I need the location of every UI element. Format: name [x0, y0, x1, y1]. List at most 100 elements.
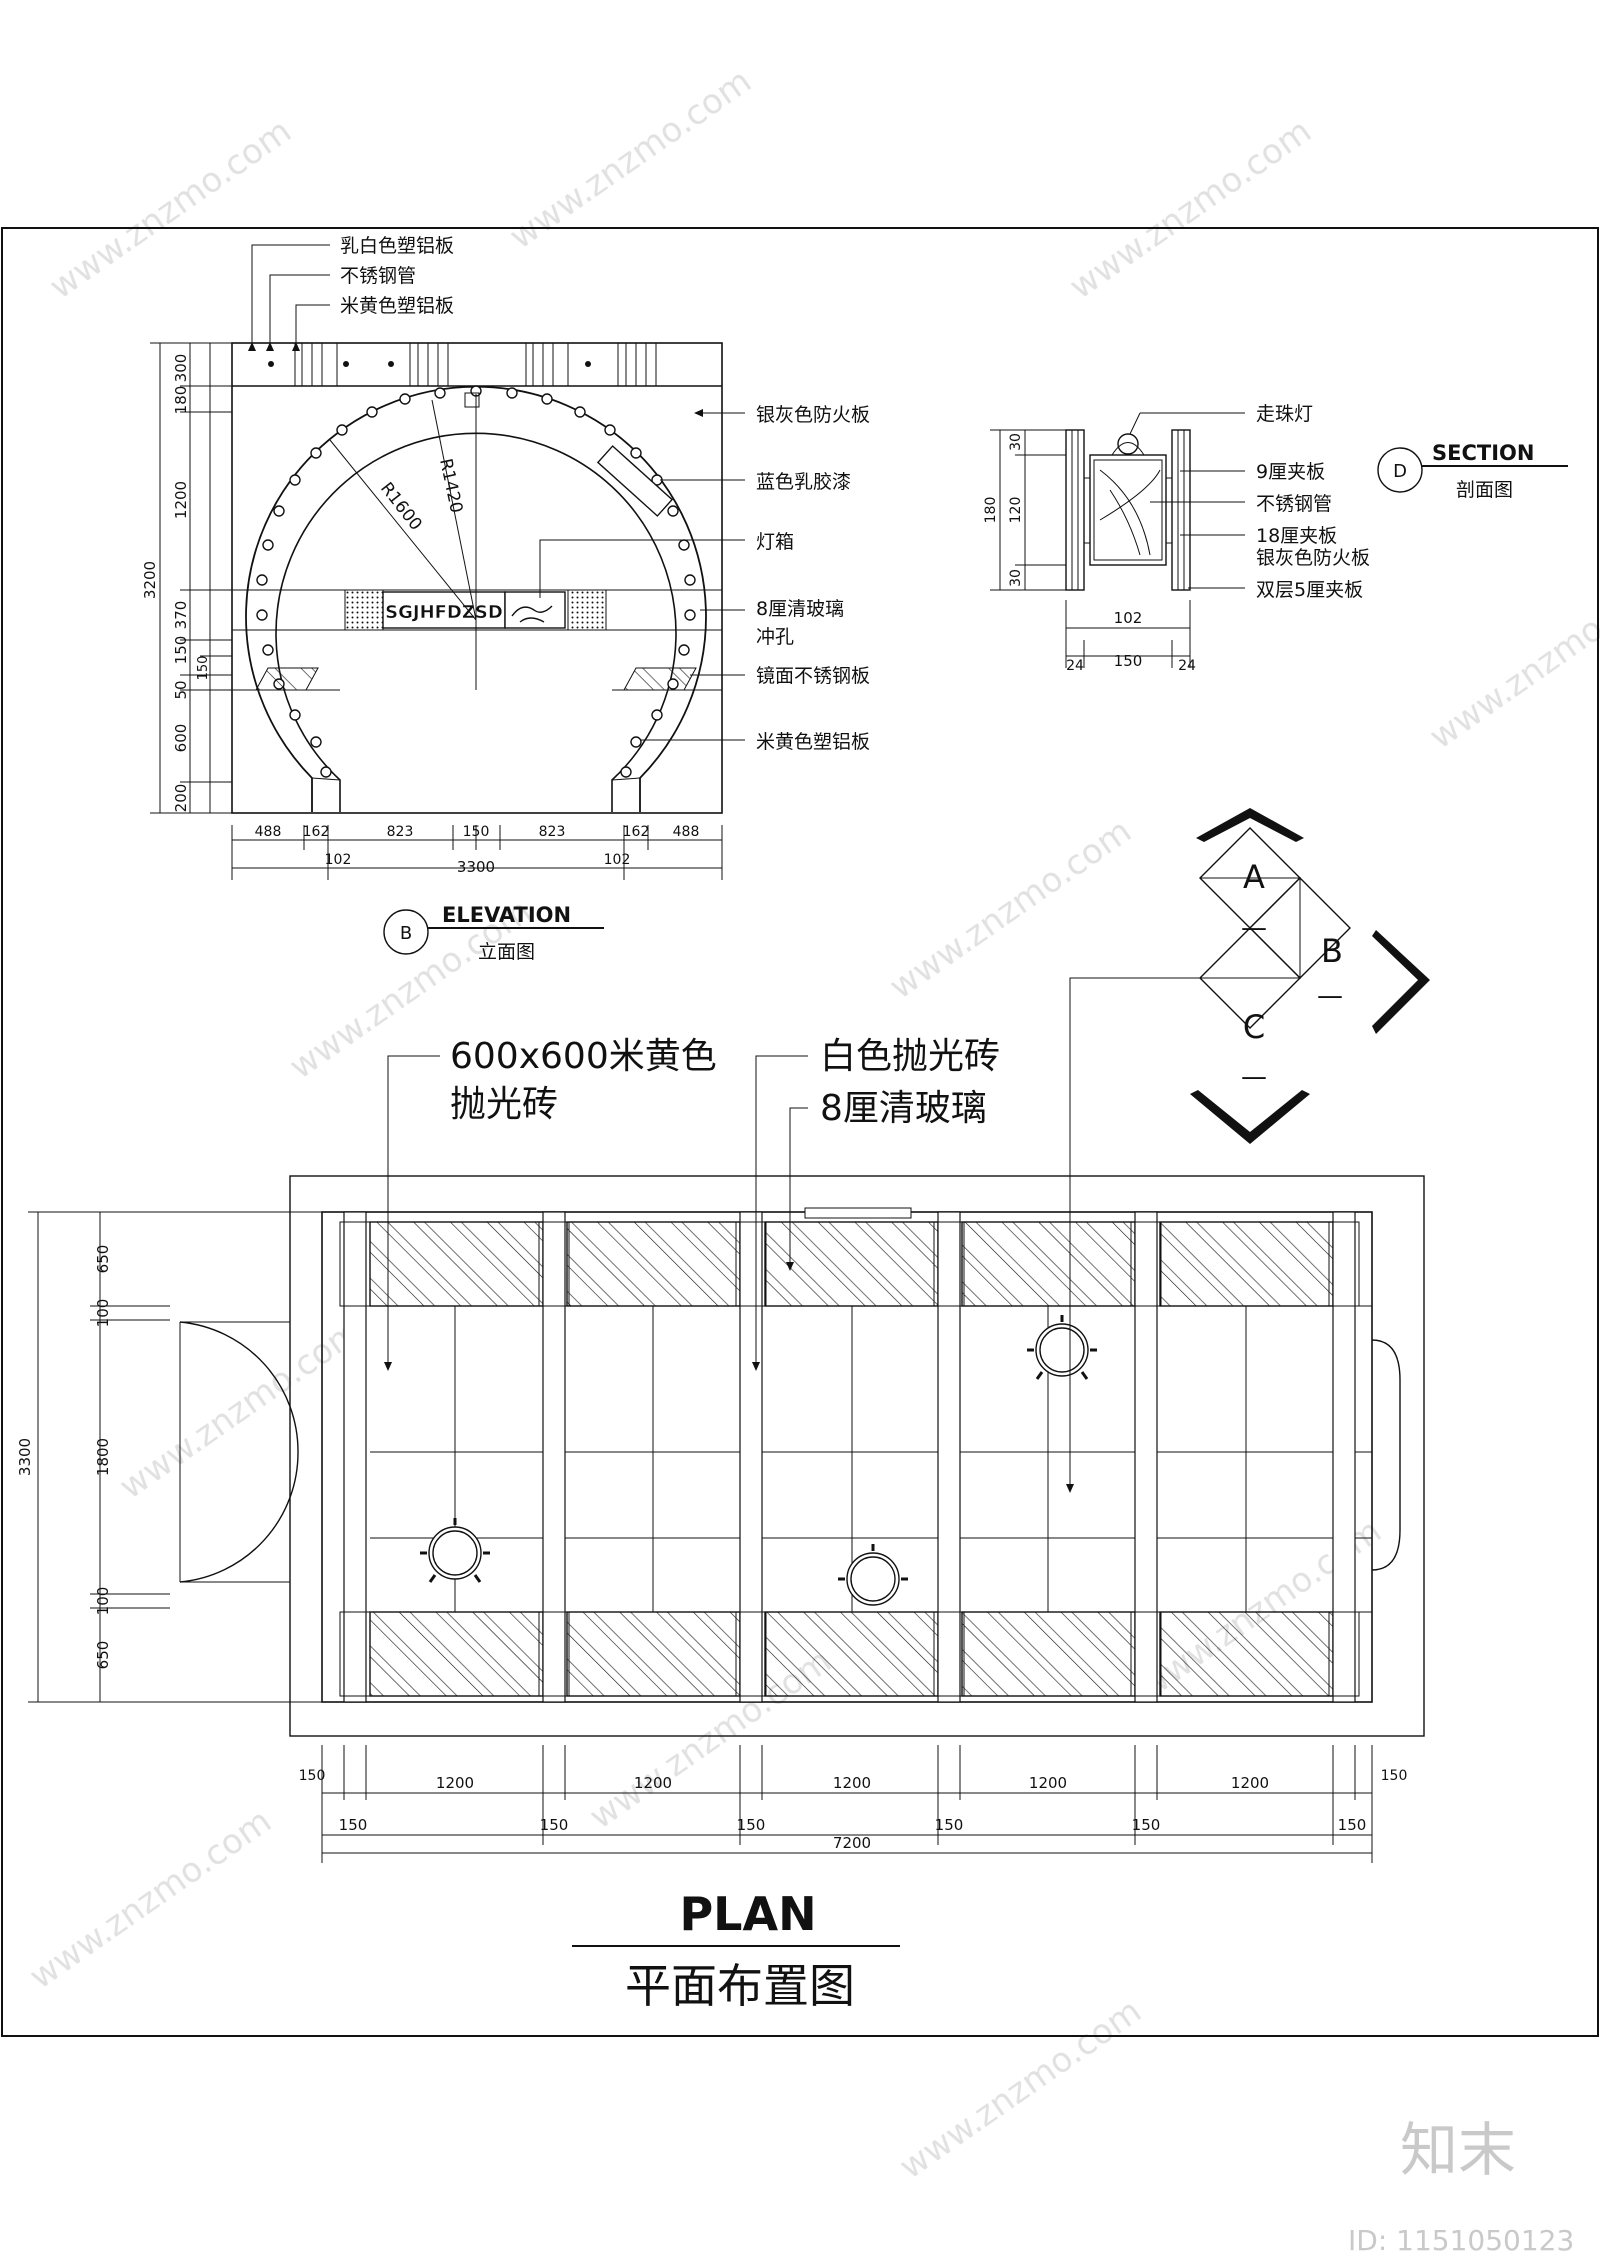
plan-callout: 600x600米黄色: [450, 1036, 717, 1077]
dim: 150: [1338, 1816, 1367, 1834]
dim: 300: [172, 354, 190, 383]
dim: 1200: [436, 1774, 474, 1792]
dim: 162: [623, 824, 650, 840]
dim: 200: [172, 784, 190, 813]
dim: 600: [172, 724, 190, 753]
dim: 150: [1132, 1816, 1161, 1834]
dim: 488: [255, 824, 282, 840]
image-id-text: ID: 1151050123: [1348, 2224, 1574, 2257]
watermark-text: www.znzmo.com: [112, 1311, 368, 1507]
section-index-symbol: A — B — C —: [1190, 808, 1430, 1144]
plan-callout: 抛光砖: [450, 1084, 558, 1125]
elevation-label: 冲孔: [756, 626, 794, 648]
elevation-drawing: SGJHFDZSD R1600 R1420 300 180 1200 370: [141, 235, 870, 963]
elevation-label: 乳白色塑铝板: [340, 235, 454, 257]
elevation-outline: [231, 342, 723, 814]
elevation-marker-letter: B: [400, 923, 412, 944]
elevation-subtitle: 立面图: [478, 941, 535, 963]
dim: 150: [299, 1768, 326, 1784]
dim: 120: [1008, 497, 1024, 524]
elevation-label: 8厘清玻璃: [756, 598, 844, 620]
elevation-label: 蓝色乳胶漆: [756, 471, 851, 493]
section-drawing: 30 120 30 180 102 24 150 24 走珠灯 9厘夹板 不锈钢…: [983, 403, 1568, 674]
dim: 24: [1066, 658, 1084, 674]
dim-total-width: 3300: [457, 858, 495, 876]
dim: 650: [94, 1245, 112, 1274]
plan-callout: 白色抛光砖: [820, 1036, 1000, 1077]
dim: 150: [540, 1816, 569, 1834]
dim: 150: [935, 1816, 964, 1834]
dim: 823: [539, 824, 566, 840]
light-box-text: SGJHFDZSD: [385, 602, 503, 623]
dim-total-height: 3200: [141, 561, 159, 599]
dim-total-height: 3300: [16, 1438, 34, 1476]
watermark-text: www.znzmo.com: [22, 1801, 278, 1997]
index-letter-c: C: [1243, 1008, 1265, 1046]
dim: 150: [196, 656, 211, 681]
dim: 150: [463, 824, 490, 840]
index-dash: —: [1241, 1062, 1267, 1092]
dim: 30: [1008, 569, 1024, 587]
index-dash: —: [1317, 981, 1343, 1011]
brand-logo: 知末: [1400, 2116, 1516, 2184]
elevation-label: 不锈钢管: [340, 265, 416, 287]
dim: 24: [1178, 658, 1196, 674]
watermark-text: www.znzmo.com: [1062, 111, 1318, 307]
dim: 1200: [172, 481, 190, 519]
dim: 1200: [1231, 1774, 1269, 1792]
plan-drawing: 650 100 1800 100 650 3300 150 1200 1200 …: [16, 977, 1425, 2013]
dim: 150: [172, 636, 190, 665]
elevation-label: 灯箱: [756, 531, 794, 553]
dim: 50: [172, 680, 190, 699]
dim: 100: [94, 1299, 112, 1328]
dim: 1800: [94, 1438, 112, 1476]
dim: 30: [1008, 433, 1024, 451]
plan-title: PLAN: [679, 1887, 816, 1941]
section-label: 走珠灯: [1256, 403, 1313, 425]
section-subtitle: 剖面图: [1456, 479, 1513, 501]
section-label: 双层5厘夹板: [1256, 579, 1363, 601]
watermark-text: www.znzmo.com: [1422, 561, 1600, 757]
plan-outer-wall: [289, 1175, 1425, 1737]
dim: 102: [604, 852, 631, 868]
dim: 102: [325, 852, 352, 868]
elevation-label: 镜面不锈钢板: [756, 665, 870, 687]
sheet-border: [1, 227, 1599, 2037]
dim: 150: [1114, 652, 1143, 670]
elevation-label: 米黄色塑铝板: [756, 731, 870, 753]
index-dash: —: [1241, 913, 1267, 943]
dim: 823: [387, 824, 414, 840]
dim: 150: [339, 1816, 368, 1834]
dim-total-height: 180: [983, 497, 999, 524]
radius-label-r1420: R1420: [435, 457, 466, 515]
dim: 100: [94, 1587, 112, 1616]
elevation-label: 米黄色塑铝板: [340, 295, 454, 317]
index-letter-a: A: [1243, 858, 1265, 896]
watermark-text: www.znzmo.com: [892, 1991, 1148, 2187]
section-title: SECTION: [1432, 441, 1534, 465]
watermark-text: www.znzmo.com: [42, 111, 298, 307]
dim: 650: [94, 1641, 112, 1670]
section-label: 不锈钢管: [1256, 493, 1332, 515]
section-marker-letter: D: [1393, 461, 1407, 482]
watermark-layer: www.znzmo.com www.znzmo.com www.znzmo.co…: [22, 61, 1600, 2187]
section-label: 9厘夹板: [1256, 461, 1325, 483]
dim: 1200: [833, 1774, 871, 1792]
dim: 180: [172, 386, 190, 415]
elevation-marker: [383, 909, 429, 955]
plan-callout: 8厘清玻璃: [820, 1088, 987, 1129]
dim: 162: [303, 824, 330, 840]
dim: 150: [1381, 1768, 1408, 1784]
elevation-title: ELEVATION: [442, 903, 571, 927]
elevation-label: 银灰色防火板: [756, 404, 870, 426]
index-letter-b: B: [1321, 932, 1343, 970]
section-label: 18厘夹板: [1256, 525, 1337, 547]
dim: 102: [1114, 609, 1143, 627]
dim-total-width: 7200: [833, 1834, 871, 1852]
plan-subtitle: 平面布置图: [625, 1959, 855, 2013]
dim: 1200: [634, 1774, 672, 1792]
section-marker: [1377, 447, 1423, 493]
section-label: 银灰色防火板: [1256, 547, 1370, 569]
dim: 1200: [1029, 1774, 1067, 1792]
